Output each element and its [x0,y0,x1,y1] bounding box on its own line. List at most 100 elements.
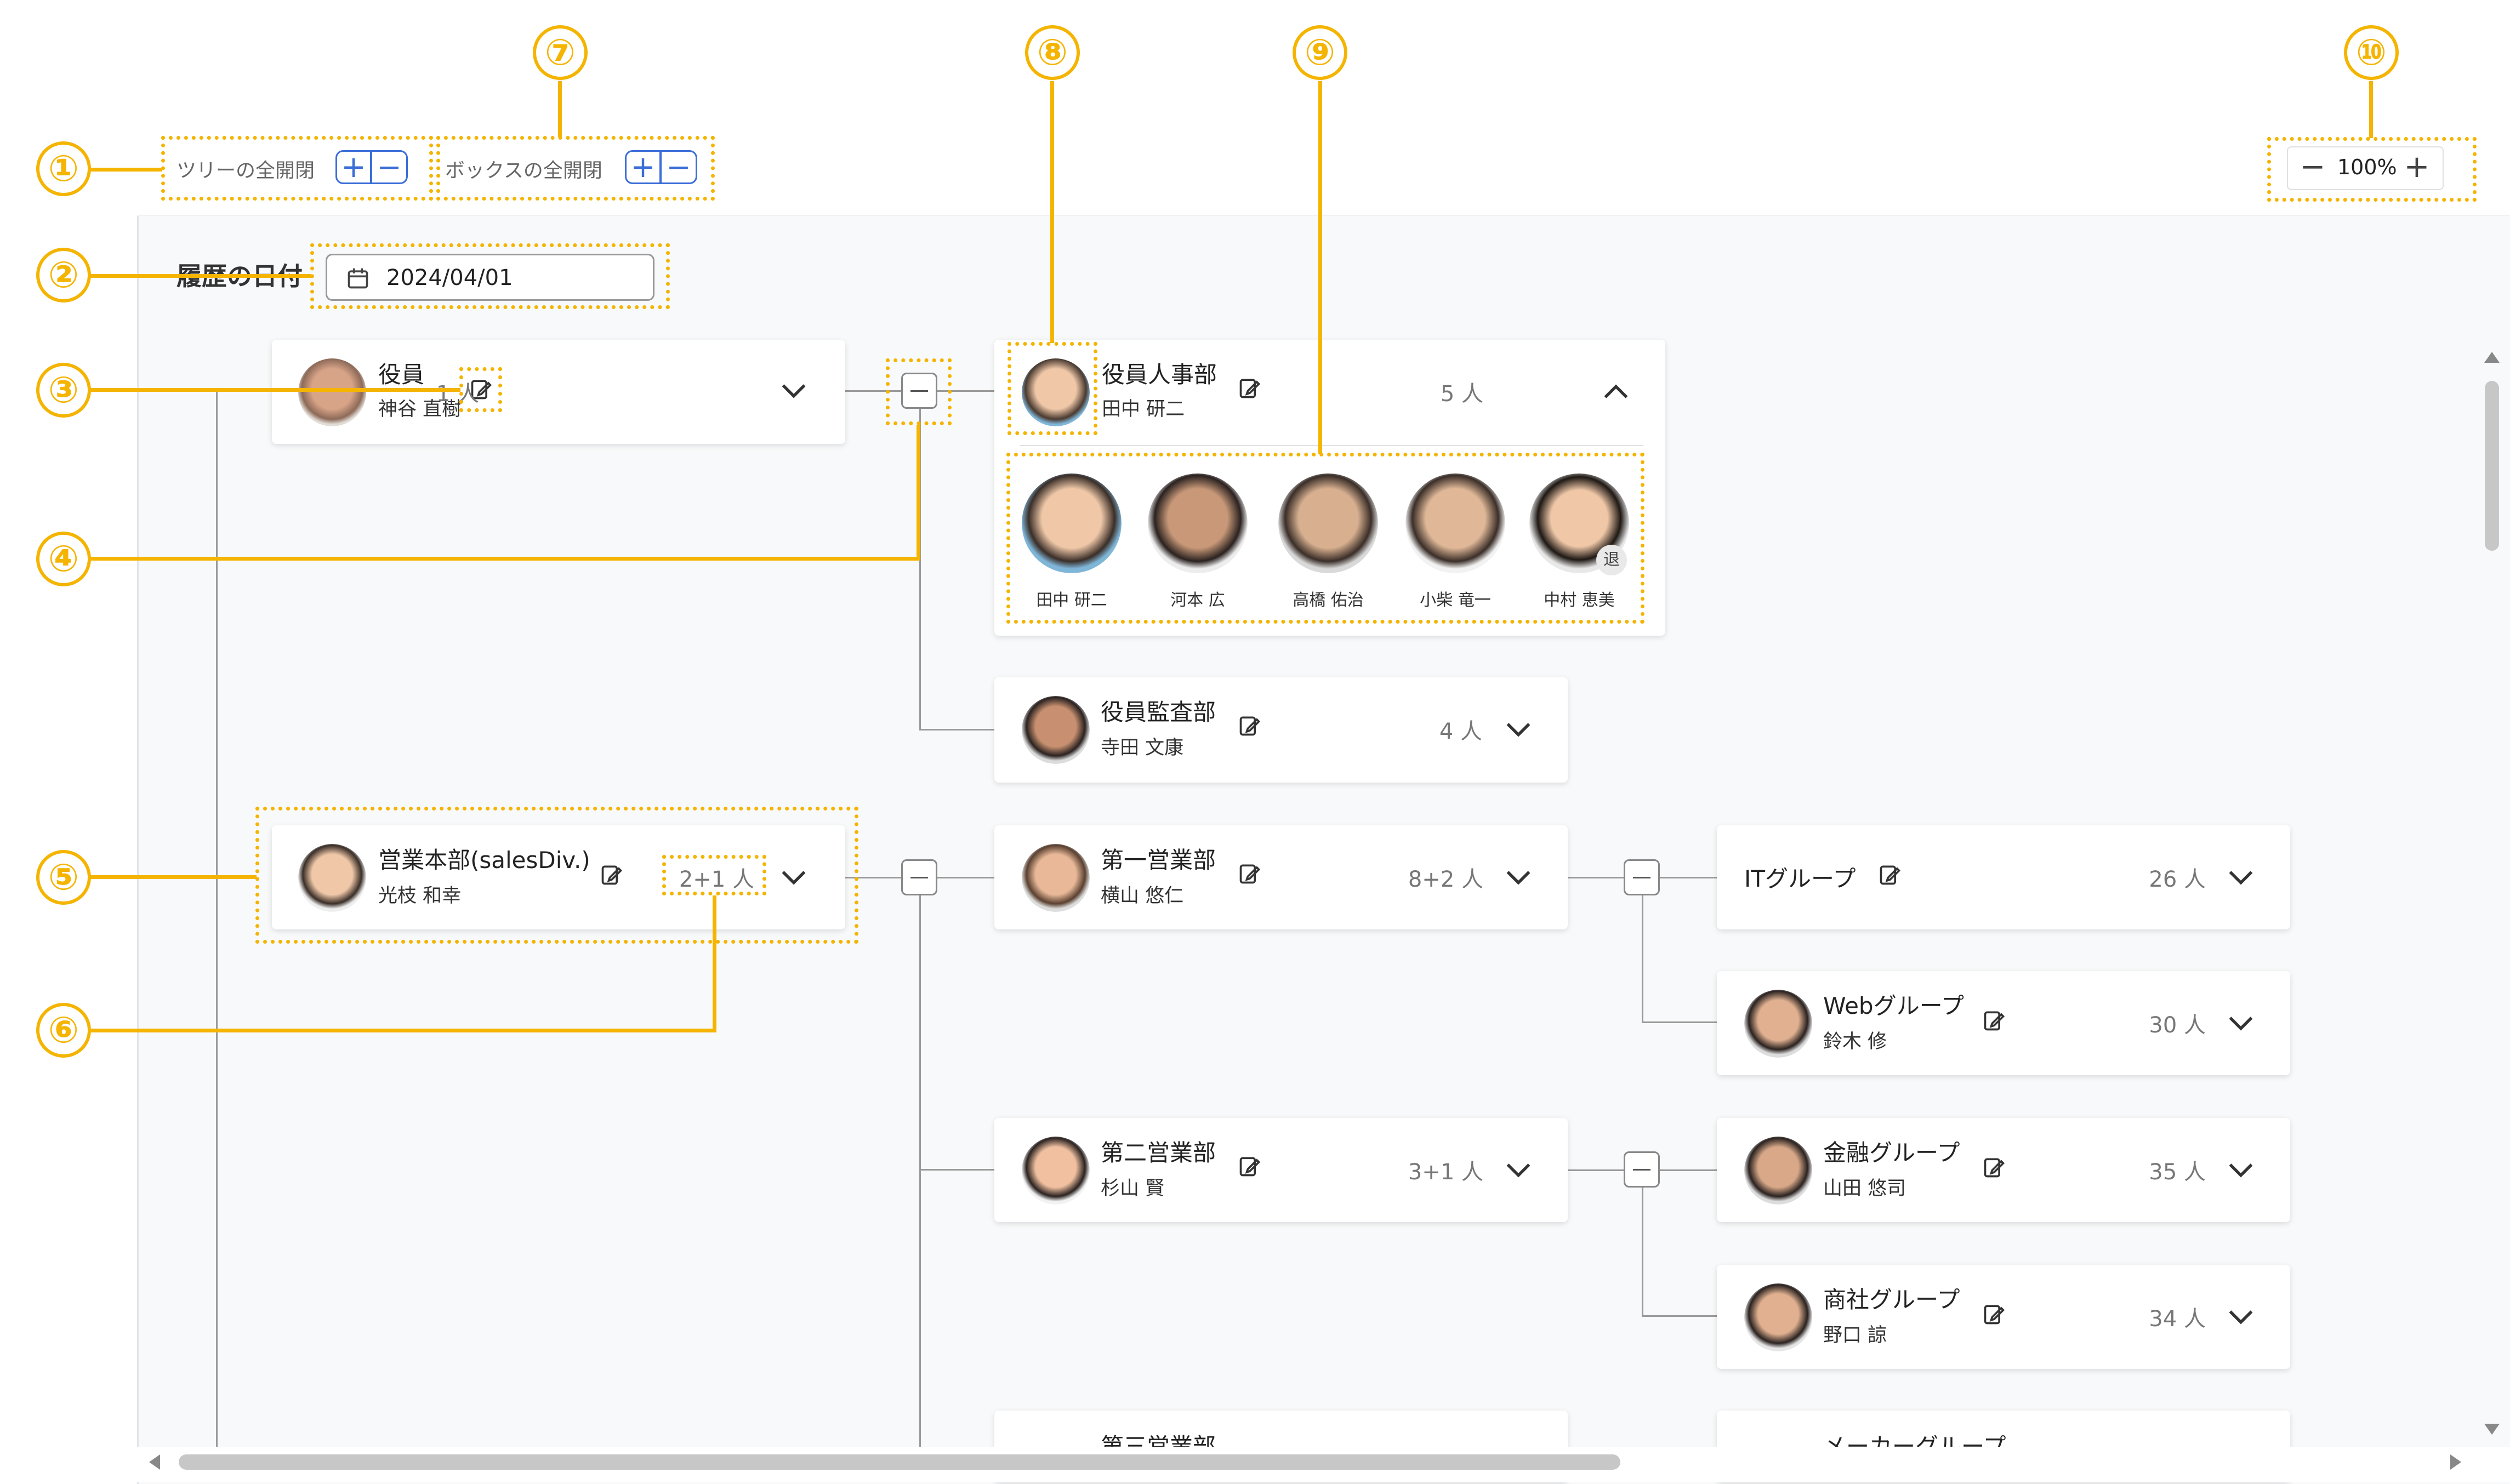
chevron-down-icon[interactable] [779,380,808,402]
horizontal-scrollbar[interactable] [179,1454,1620,1470]
org-card-daiichi[interactable]: 第一営業部 横山 悠仁 8+2 人 [994,825,1568,929]
member-avatar[interactable] [1405,473,1505,573]
chevron-down-icon[interactable] [2227,1306,2255,1328]
edit-icon[interactable] [1982,1155,2006,1179]
org-card-eigyo-honbu[interactable]: 営業本部(salesDiv.) 光枝 和幸 2+1 人 [272,825,845,929]
avatar [1022,844,1090,912]
member-name: 小柴 竜一 [1420,591,1491,610]
card-manager: 寺田 文康 [1101,737,1184,759]
card-title: ITグループ [1744,865,1856,892]
annotation-leader [89,168,162,172]
org-card-shosha-group[interactable]: 商社グループ 野口 諒 34 人 [1717,1265,2290,1369]
annotation-leader [89,1029,716,1032]
member-count: 26 人 [2149,867,2206,892]
edit-icon[interactable] [600,863,624,887]
chevron-up-icon[interactable] [1602,380,1630,402]
scroll-left-icon[interactable] [149,1454,160,1470]
vertical-scrollbar[interactable] [2485,381,2499,551]
card-manager: 鈴木 修 [1823,1031,1887,1053]
edit-icon[interactable] [469,377,493,401]
member-count: 30 人 [2149,1013,2206,1038]
chevron-down-icon[interactable] [1504,719,1533,741]
tree-toggle-label: ツリーの全開閉 [177,159,315,182]
annotation-box-9 [1006,453,1644,624]
card-title: 役員 [378,361,425,388]
chevron-down-icon[interactable] [2227,1013,2255,1035]
tree-line [1642,895,1643,1022]
card-manager: 光枝 和幸 [378,885,462,907]
avatar [1744,990,1812,1058]
edit-icon[interactable] [1238,376,1262,400]
tree-toggle-yakuin[interactable] [901,373,937,409]
chevron-down-icon[interactable] [779,867,808,889]
edit-icon[interactable] [1982,1302,2006,1326]
annotation-number-8: ⑧ [1025,25,1080,80]
member-name: 河本 広 [1170,591,1225,610]
edit-icon[interactable] [1238,1154,1262,1178]
org-card-daini[interactable]: 第二営業部 杉山 賢 3+1 人 [994,1118,1568,1222]
member-count: 34 人 [2149,1306,2206,1332]
member-avatar[interactable] [1278,473,1378,573]
chevron-down-icon[interactable] [2227,867,2255,889]
org-card-kinyu-group[interactable]: 金融グループ 山田 悠司 35 人 [1717,1118,2290,1222]
tree-collapse-all-button[interactable]: − [372,150,408,184]
zoom-out-button[interactable]: − [2300,149,2326,185]
avatar [1022,358,1090,426]
annotation-number-5: ⑤ [36,850,91,905]
edit-icon[interactable] [1238,714,1262,738]
card-title: 金融グループ [1823,1139,1960,1166]
scroll-down-icon[interactable] [2484,1424,2500,1435]
member-count: 5 人 [1440,381,1483,407]
annotation-leader [1050,81,1054,343]
annotation-leader [713,895,716,1032]
annotation-leader [917,425,920,559]
avatar [1744,1137,1812,1205]
member-count: 2+1 人 [679,867,754,892]
tree-expand-all-button[interactable]: + [335,150,372,184]
edit-icon[interactable] [1238,861,1262,886]
annotation-number-10: ⑩ [2344,25,2399,80]
chevron-down-icon[interactable] [1504,867,1533,889]
avatar [1022,1137,1090,1205]
tree-toggle-daiichi[interactable] [1624,859,1660,895]
member-name: 高橋 佑治 [1293,591,1364,610]
edit-icon[interactable] [1982,1008,2006,1032]
box-collapse-all-button[interactable]: − [661,150,697,184]
annotation-box-5 [255,807,858,944]
card-title: 第二営業部 [1101,1139,1216,1166]
zoom-control: − 100% + [2287,146,2444,190]
org-card-yakuin-jinji[interactable]: 役員人事部 田中 研二 5 人 田中 研二 河本 広 高橋 佑治 小柴 竜一 退… [994,340,1665,636]
chevron-down-icon[interactable] [1504,1160,1533,1182]
card-manager: 山田 悠司 [1823,1178,1906,1200]
zoom-in-button[interactable]: + [2404,149,2430,185]
card-title: 営業本部(salesDiv.) [378,847,590,874]
annotation-leader [2369,81,2373,138]
tree-line [919,1169,1003,1171]
tree-line [919,729,1003,730]
tree-toggle-eigyo[interactable] [901,859,937,895]
avatar [298,844,366,912]
org-card-yakuin-kansa[interactable]: 役員監査部 寺田 文康 4 人 [994,677,1568,783]
member-avatar[interactable] [1022,473,1122,573]
tree-toggle-daini[interactable] [1624,1151,1660,1188]
org-card-yakuin[interactable]: 役員 神谷 直樹 1 人 [272,340,845,444]
org-card-web-group[interactable]: Webグループ 鈴木 修 30 人 [1717,971,2290,1075]
chevron-down-icon[interactable] [2227,1160,2255,1182]
member-avatar[interactable] [1148,473,1248,573]
org-card-it-group[interactable]: ITグループ 26 人 [1717,825,2290,929]
member-name: 中村 恵美 [1544,591,1615,610]
tree-line [216,390,218,1482]
card-manager: 横山 悠仁 [1101,885,1184,907]
annotation-box-1 [161,136,433,201]
annotation-box-4 [886,358,952,425]
card-manager: 田中 研二 [1102,398,1185,420]
annotation-number-9: ⑨ [1293,25,1347,80]
scroll-up-icon[interactable] [2484,352,2500,363]
annotation-leader [558,81,562,137]
box-expand-all-button[interactable]: + [625,150,661,184]
annotation-box-7 [436,136,715,201]
scroll-right-icon[interactable] [2450,1454,2461,1470]
box-toggle-label: ボックスの全開閉 [445,159,602,182]
history-date-input[interactable]: 2024/04/01 [326,254,654,301]
edit-icon[interactable] [1878,863,1902,887]
